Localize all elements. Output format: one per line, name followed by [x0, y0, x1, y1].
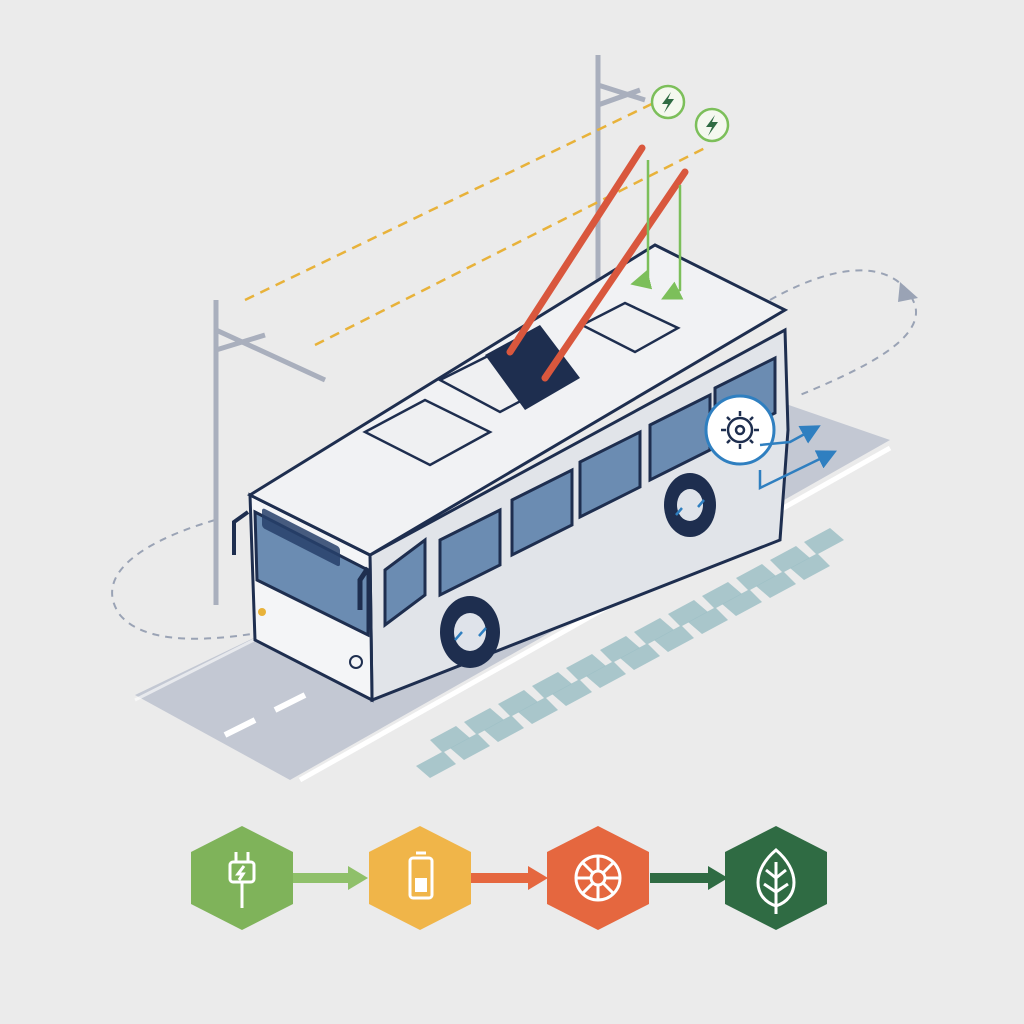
lightning-icon — [662, 92, 674, 113]
motion-arrows — [758, 425, 837, 490]
stage-eco — [725, 826, 827, 930]
chevron — [654, 600, 708, 652]
chevron-track — [416, 528, 844, 778]
leaf-icon — [756, 848, 796, 914]
route-path — [111, 269, 918, 640]
side-window — [438, 507, 502, 598]
chevron — [552, 654, 606, 706]
lightning-badge-1 — [650, 84, 686, 120]
chevron — [518, 672, 572, 724]
plug-icon — [228, 852, 256, 908]
stage-motor — [547, 826, 649, 930]
chevron — [416, 726, 470, 778]
chevron — [450, 708, 504, 760]
trolley-poles — [506, 144, 689, 382]
stage-plug — [191, 826, 293, 930]
route-arrow-icon — [898, 282, 918, 302]
lightning-badge-2 — [694, 107, 730, 143]
chevron — [688, 582, 742, 634]
chevron — [620, 618, 674, 670]
chevron — [586, 636, 640, 688]
rotation-arrows-icon — [454, 499, 705, 641]
trolley-base — [485, 325, 580, 410]
lightning-icon — [706, 115, 718, 136]
chevron — [484, 690, 538, 742]
gear-icon — [721, 411, 759, 449]
mirror-right — [357, 566, 371, 610]
motor-badge — [704, 394, 776, 466]
chevron — [790, 528, 844, 580]
mirror-left — [232, 510, 250, 555]
power-flow-lines — [630, 160, 684, 300]
side-window — [578, 429, 642, 520]
wheel-icon — [574, 854, 622, 902]
battery-icon — [408, 851, 434, 900]
energy-flow — [191, 826, 827, 930]
wheels — [440, 473, 716, 668]
side-window — [383, 537, 427, 628]
flow-arrows — [290, 866, 728, 890]
stage-battery — [369, 826, 471, 930]
chevron — [722, 564, 776, 616]
chevron — [756, 546, 810, 598]
side-window — [510, 467, 574, 558]
side-window — [648, 392, 712, 483]
overhead-poles — [213, 55, 646, 605]
overhead-wires — [244, 98, 706, 347]
lane-dashes — [223, 692, 307, 738]
